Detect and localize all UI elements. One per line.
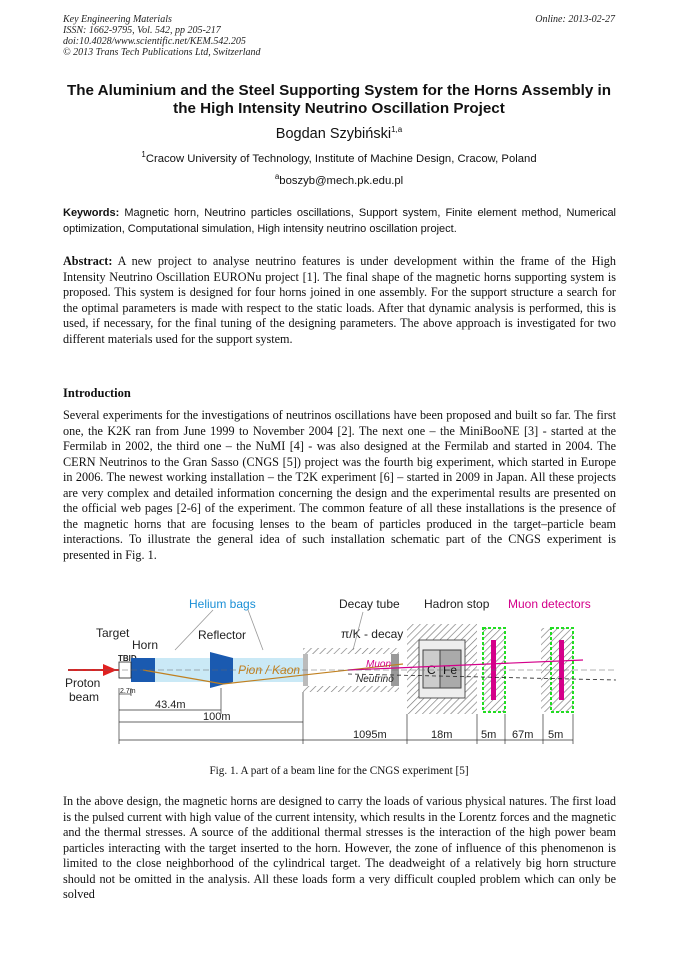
online-date: Online: 2013-02-27 — [535, 14, 615, 25]
dim-5m-2: 5m — [548, 729, 563, 741]
email-sup: a — [274, 172, 280, 181]
dim-2-7m: 2.7m — [120, 688, 136, 695]
abstract-label: Abstract: — [63, 254, 113, 268]
leader-helium-2 — [247, 609, 264, 651]
label-horn: Horn — [132, 638, 158, 652]
abstract-text: A new project to analyse neutrino featur… — [63, 254, 616, 346]
label-neutrino: Neutrino — [356, 674, 394, 685]
author-name: Bogdan Szybiński — [275, 125, 392, 142]
intro-paragraph-2: In the above design, the magnetic horns … — [63, 794, 616, 901]
muon-detector-2 — [559, 640, 564, 700]
label-beam: beam — [69, 690, 99, 704]
label-reflector: Reflector — [198, 628, 246, 642]
label-decay-tube: Decay tube — [339, 597, 400, 611]
keywords-label: Keywords: — [63, 207, 120, 219]
dim-43-4m: 43.4m — [155, 699, 186, 711]
dim-18m: 18m — [431, 729, 452, 741]
abstract: Abstract: A new project to analyse neutr… — [63, 254, 616, 347]
neutrino-track — [347, 673, 617, 681]
muon-track — [347, 659, 584, 671]
affiliation-text: Cracow University of Technology, Institu… — [145, 152, 537, 165]
leader-decay-tube — [352, 611, 364, 651]
dim-1095m: 1095m — [353, 729, 387, 741]
pion-track — [142, 669, 224, 685]
figure-cngs-beamline: Helium bags Decay tube Hadron stop Muon … — [63, 592, 617, 752]
email-text: boszyb@mech.pk.edu.pl — [279, 174, 404, 187]
pion-track-2 — [222, 663, 404, 685]
affiliation-sup: 1 — [141, 150, 146, 159]
paper-title: The Aluminium and the Steel Supporting S… — [66, 82, 611, 117]
figure-caption: Fig. 1. A part of a beam line for the CN… — [209, 765, 469, 777]
author-sup: 1,a — [391, 125, 403, 134]
section-heading-introduction: Introduction — [63, 386, 131, 400]
label-proton: Proton — [65, 676, 100, 690]
beamline-diagram: Helium bags Decay tube Hadron stop Muon … — [65, 597, 617, 744]
decay-tube-bottom-wall — [303, 686, 399, 692]
dimension-lines — [118, 688, 574, 744]
affiliation: 1Cracow University of Technology, Instit… — [0, 150, 678, 165]
keywords-text: Magnetic horn, Neutrino particles oscill… — [63, 207, 617, 235]
helium-bag-1 — [155, 658, 210, 682]
label-muon: Muon — [366, 659, 391, 670]
issn: ISSN: 1662-9795, Vol. 542, pp 205-217 — [63, 25, 221, 36]
decay-tube-top-wall — [303, 648, 399, 654]
dim-67m: 67m — [512, 729, 533, 741]
label-helium-bags: Helium bags — [189, 597, 256, 611]
label-tbid: TBID — [118, 654, 137, 663]
label-pion-kaon: Pion / Kaon — [238, 663, 300, 677]
dim-5m-1: 5m — [481, 729, 496, 741]
dim-100m: 100m — [203, 711, 231, 723]
journal-name: Key Engineering Materials — [63, 14, 172, 25]
label-target: Target — [96, 626, 130, 640]
label-muon-detectors: Muon detectors — [508, 597, 591, 611]
email: aboszyb@mech.pk.edu.pl — [0, 172, 678, 187]
intro-paragraph-1: Several experiments for the investigatio… — [63, 408, 616, 562]
label-hadron-stop: Hadron stop — [424, 597, 490, 611]
leader-helium-1 — [174, 609, 214, 651]
keywords: Keywords: Magnetic horn, Neutrino partic… — [63, 206, 616, 237]
author: Bogdan Szybiński1,a — [0, 125, 678, 142]
label-pi-k-decay: π/K - decay — [341, 627, 403, 641]
journal-header: Key Engineering Materials ISSN: 1662-979… — [63, 14, 615, 58]
doi: doi:10.4028/www.scientific.net/KEM.542.2… — [63, 36, 246, 47]
iron-block — [439, 649, 462, 689]
copyright: © 2013 Trans Tech Publications Ltd, Swit… — [63, 47, 261, 58]
